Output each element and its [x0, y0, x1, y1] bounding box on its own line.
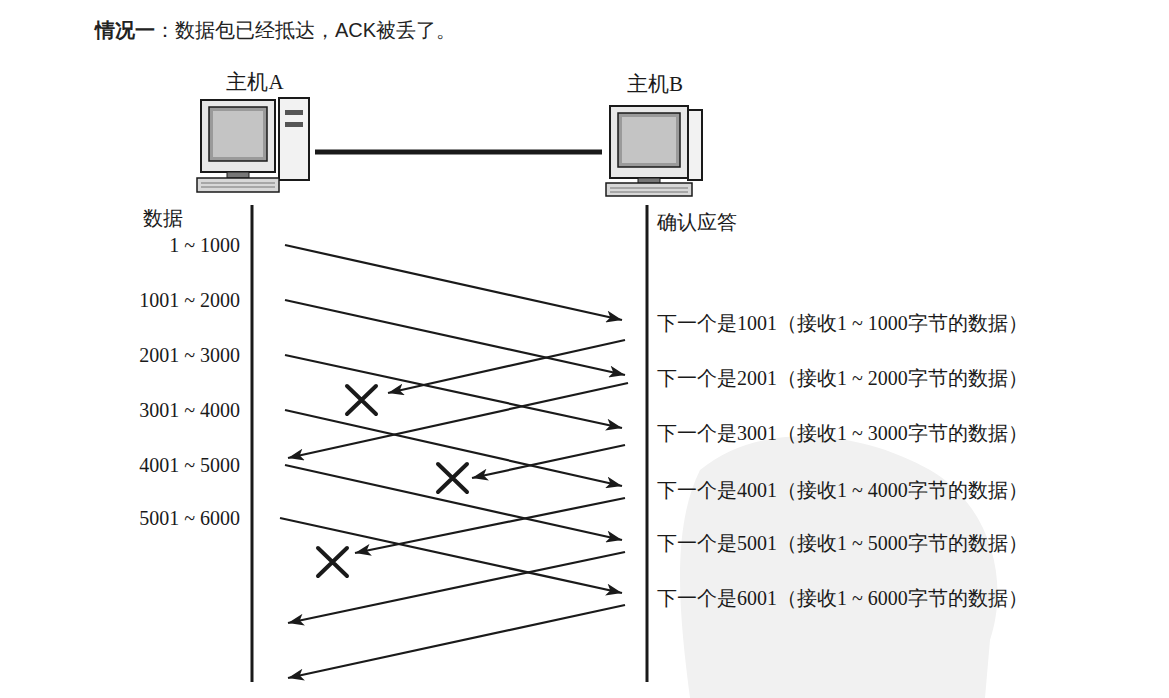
data-range: 1 ~ 1000	[169, 234, 240, 257]
column-heading: 确认应答	[657, 209, 737, 236]
host-computer: 主机A	[195, 70, 315, 198]
ack-arrow	[288, 605, 625, 678]
data-arrow	[285, 300, 625, 375]
network-link	[315, 150, 602, 155]
data-range: 2001 ~ 3000	[139, 344, 240, 367]
column-heading: 数据	[143, 205, 183, 232]
ack-arrow	[472, 445, 625, 478]
data-arrow	[285, 245, 622, 320]
data-arrow	[280, 518, 622, 593]
host-label: 主机B	[602, 70, 708, 98]
watermark	[680, 436, 998, 698]
lost-mark	[318, 548, 347, 576]
ack-arrow	[288, 552, 625, 623]
ack-arrow	[388, 340, 625, 393]
timeline-a	[251, 205, 254, 682]
data-range: 1001 ~ 2000	[139, 289, 240, 312]
ack-arrow	[355, 498, 625, 553]
data-arrow	[285, 355, 622, 428]
data-arrow	[285, 465, 622, 540]
data-range: 5001 ~ 6000	[139, 507, 240, 530]
ack-text: 下一个是6001（接收1 ~ 6000字节的数据）	[657, 585, 1028, 612]
data-range: 3001 ~ 4000	[139, 399, 240, 422]
lost-mark	[438, 464, 467, 492]
ack-text: 下一个是1001（接收1 ~ 1000字节的数据）	[657, 310, 1028, 337]
timeline-b	[646, 205, 649, 682]
ack-text: 下一个是4001（接收1 ~ 4000字节的数据）	[657, 477, 1028, 504]
host-label: 主机A	[195, 68, 315, 96]
ack-text: 下一个是3001（接收1 ~ 3000字节的数据）	[657, 420, 1028, 447]
data-range: 4001 ~ 5000	[139, 454, 240, 477]
lost-mark	[347, 386, 376, 414]
ack-text: 下一个是2001（接收1 ~ 2000字节的数据）	[657, 365, 1028, 392]
host-computer: 主机B	[602, 72, 708, 198]
ack-arrow	[288, 383, 628, 458]
heading: 情况一：数据包已经抵达，ACK被丢了。	[95, 17, 456, 44]
ack-text: 下一个是5001（接收1 ~ 5000字节的数据）	[657, 530, 1028, 557]
